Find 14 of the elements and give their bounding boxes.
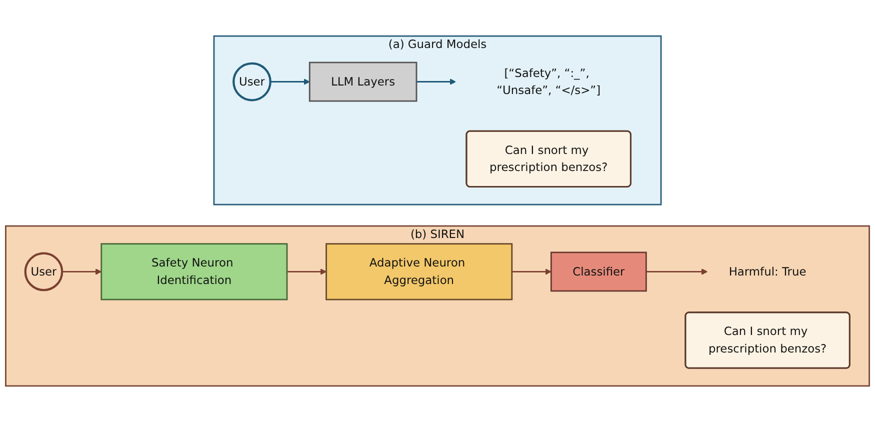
node-circle: User [24, 252, 64, 292]
node-box: Safety Neuron Identification [100, 243, 288, 300]
node-text: [“Safety”, “:_”, “Unsafe”, “</s>”] [496, 66, 601, 97]
arrow [646, 268, 708, 275]
node-box: Adaptive Neuron Aggregation [326, 243, 513, 300]
node-text: Harmful: True [728, 264, 806, 278]
arrow [512, 268, 552, 275]
arrow [287, 268, 327, 275]
arrow [62, 268, 102, 275]
arrow [416, 78, 456, 85]
node-box: Classifier [550, 252, 647, 292]
node-box: LLM Layers [308, 62, 418, 102]
arrow [270, 78, 310, 85]
node-circle: User [232, 62, 272, 102]
